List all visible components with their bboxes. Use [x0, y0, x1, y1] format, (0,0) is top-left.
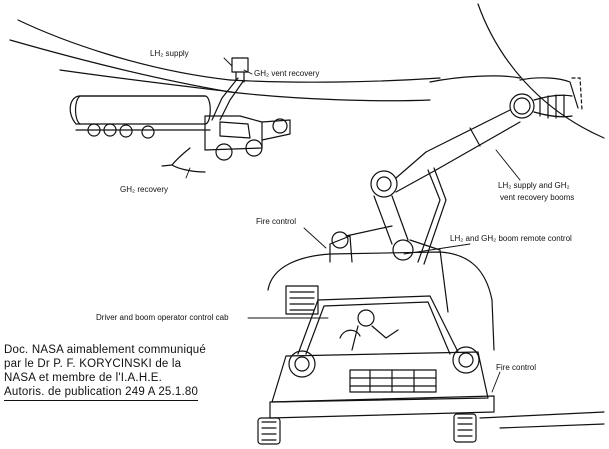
aircraft-fuselage-right [429, 3, 605, 139]
label-fire-control-top: Fire control [256, 217, 297, 226]
credit-line-3: NASA et membre de l'I.A.H.E. [4, 372, 162, 384]
leader-lines [185, 57, 521, 393]
credit-line-1: Doc. NASA aimablement communiqué [4, 344, 206, 356]
label-booms-line2: vent recovery booms [500, 193, 575, 202]
tanker-truck-small [69, 57, 291, 173]
label-fire-control-bottom: Fire control [496, 363, 537, 372]
credit-line-2: par le Dr P. F. KORYCINSKI de la [4, 358, 182, 370]
boom-arm [370, 93, 573, 313]
label-lh2-supply: LH₂ supply [150, 49, 189, 58]
label-boom-remote-control: LH₂ and GH₂ boom remote control [450, 234, 572, 243]
aircraft-wing-topleft [9, 19, 441, 102]
credit-line-4: Autoris. de publication 249 A 25.1.80 [4, 385, 199, 401]
label-gh2-recovery: GH₂ recovery [120, 185, 169, 194]
label-gh2-vent-recovery: GH₂ vent recovery [254, 69, 320, 78]
publication-credit: Doc. NASA aimablement communiqué par le … [4, 343, 276, 401]
label-booms-line1: LH₂ supply and GH₂ [498, 181, 570, 190]
service-truck [257, 225, 605, 445]
label-driver-cab: Driver and boom operator control cab [96, 313, 229, 322]
